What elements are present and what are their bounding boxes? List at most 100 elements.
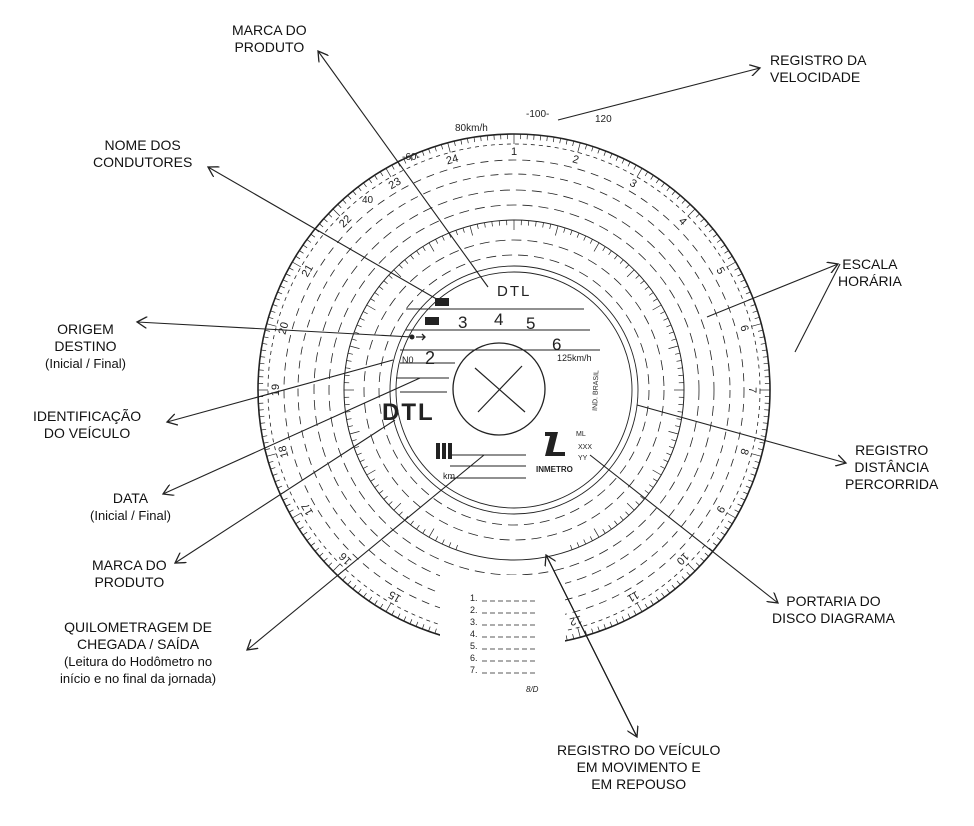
hour-tick (469, 225, 473, 236)
minute-tick (572, 141, 575, 146)
minute-tick (609, 153, 613, 159)
minute-tick (609, 621, 613, 627)
minute-tick (347, 195, 352, 200)
disc-brand-main: DTL (382, 399, 435, 426)
hour-tick (542, 222, 544, 228)
label-line: (Inicial / Final) (45, 356, 126, 371)
hour-tick (422, 529, 426, 534)
hour-tick (652, 469, 662, 476)
minute-tick (260, 422, 266, 424)
hour-tick (635, 501, 640, 506)
minute-tick (282, 497, 288, 501)
hour-tick (363, 311, 368, 315)
hour-tick (677, 411, 683, 413)
hour-tick (675, 425, 681, 428)
minute-tick (546, 136, 548, 142)
minute-tick (695, 213, 700, 218)
minute-tick (306, 239, 312, 243)
minute-tick (565, 139, 568, 145)
minute-tick (347, 580, 352, 585)
minute-tick (716, 537, 722, 541)
minute-tick (752, 310, 758, 313)
minute-tick (434, 628, 437, 634)
hour-label: 9 (713, 503, 726, 514)
minute-tick (319, 552, 324, 557)
hour-tick (388, 501, 393, 506)
hour-tick (435, 536, 439, 541)
minute-tick (421, 624, 425, 630)
minute-tick (453, 141, 456, 146)
minute-tick (268, 460, 274, 464)
minute-tick (727, 255, 733, 260)
arrow-nome-condutores (208, 167, 441, 302)
minute-tick (328, 562, 333, 567)
minute-tick (391, 610, 395, 616)
label-data: DATA (Inicial / Final) (90, 490, 171, 524)
minute-tick (584, 144, 588, 150)
minute-tick (266, 453, 277, 457)
minute-tick (295, 255, 301, 260)
minute-tick (292, 261, 302, 268)
speed-ring-5 (328, 204, 700, 576)
minute-tick (323, 557, 328, 562)
minute-tick (687, 208, 696, 217)
hour-tick (626, 269, 635, 278)
hour-tick (648, 484, 654, 488)
truck-icon-1 (435, 298, 449, 306)
label-line: REGISTRO DA (770, 52, 867, 68)
driver-list-number: 4. (470, 629, 478, 639)
hour-tick (349, 345, 360, 349)
minute-tick (681, 199, 686, 204)
minute-tick (368, 178, 373, 184)
hour-tick (441, 539, 445, 545)
hour-tick (663, 317, 669, 321)
minute-tick (695, 562, 700, 567)
minute-tick (379, 171, 384, 177)
plate-digit: 2 (425, 348, 435, 368)
minute-tick (621, 616, 625, 622)
center-field-lines (396, 308, 600, 479)
minute-tick (277, 485, 283, 489)
hour-tick (671, 439, 677, 442)
minute-tick (754, 316, 760, 320)
hour-label: 18 (277, 444, 292, 459)
minute-tick (397, 613, 401, 619)
hour-tick (428, 528, 435, 538)
arrow-escala-horaria-1 (706, 264, 838, 318)
minute-tick (671, 190, 676, 196)
minute-tick (627, 613, 631, 619)
hour-tick (351, 338, 357, 341)
minute-tick (584, 630, 588, 636)
hour-tick (563, 227, 566, 233)
hour-tick (491, 221, 493, 227)
minute-tick (716, 239, 722, 243)
minute-tick (352, 190, 357, 196)
driver-list-number: 7. (470, 665, 478, 675)
center-hole (452, 342, 546, 436)
minute-tick (328, 213, 333, 218)
hour-tick (354, 331, 360, 334)
minute-tick (295, 520, 301, 525)
hour-tick (441, 235, 445, 241)
label-line: (Inicial / Final) (90, 508, 171, 523)
minute-tick (363, 592, 367, 598)
hour-tick (675, 352, 681, 355)
hour-tick (346, 360, 352, 362)
hour-tick (383, 280, 388, 285)
hour-tick (374, 292, 380, 296)
label-escala-horaria: ESCALA HORÁRIA (838, 256, 902, 290)
speed-120-label: 120 (595, 114, 612, 125)
hour-tick (619, 259, 624, 264)
minute-tick (572, 634, 575, 639)
label-line: (Leitura do Hodômetro no (63, 654, 213, 669)
label-line: PORTARIA DO (786, 593, 881, 609)
minute-tick (374, 600, 378, 605)
minute-tick (314, 547, 320, 552)
hour-tick (346, 418, 352, 420)
minute-tick (357, 186, 362, 192)
minute-tick (323, 218, 328, 223)
minute-tick (447, 142, 451, 153)
hour-scale-labels: 123456789101112131415161718192021222324 (270, 146, 758, 634)
hour-tick (416, 524, 420, 530)
